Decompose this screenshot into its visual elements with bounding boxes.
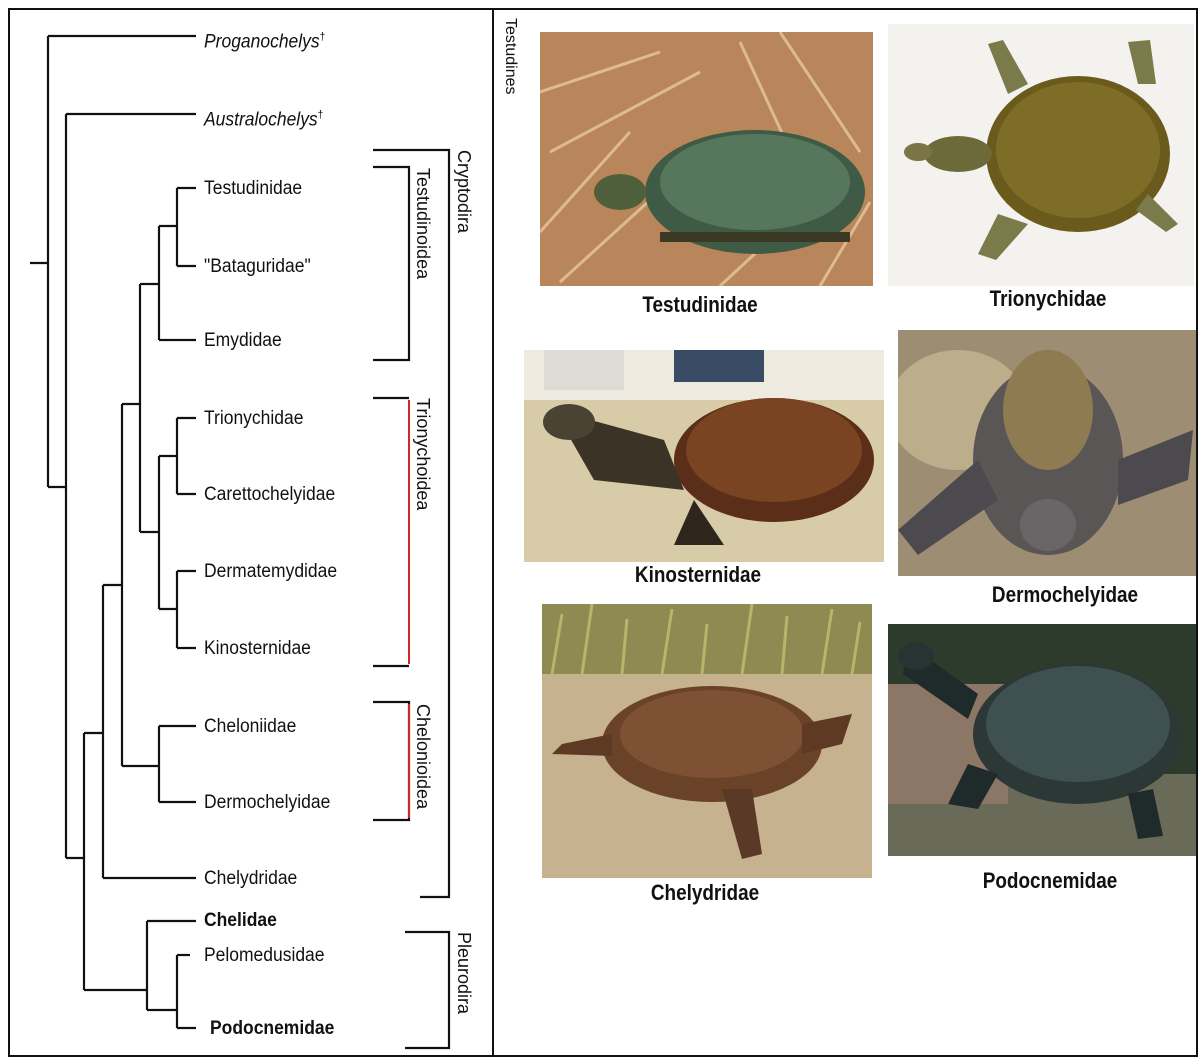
group-label-trionychoidea: Trionychoidea [414,398,432,510]
group-label-pleurodira: Pleurodira [455,932,473,1014]
taxon-bataguridae: "Bataguridae" [204,256,311,278]
taxon-proganochelys: Proganochelys† [204,26,325,53]
caption-kinosternidae: Kinosternidae [595,562,801,588]
group-label-testudinoidea: Testudinoidea [414,168,432,279]
caption-podocnemidae: Podocnemidae [947,868,1153,894]
taxon-cheloniidae: Cheloniidae [204,716,296,738]
taxon-emydidae: Emydidae [204,330,282,352]
taxon-kinosternidae: Kinosternidae [204,638,311,660]
taxon-chelidae: Chelidae [204,910,277,932]
caption-testudinidae: Testudinidae [597,292,803,318]
group-label-chelonioidea: Chelonioidea [414,704,432,809]
taxon-podocnemidae: Podocnemidae [210,1018,334,1040]
side-necked-turtle-photo [888,624,1196,856]
mud-turtle-photo [524,350,884,562]
leatherback-turtle-photo [898,330,1196,576]
group-label-testudines: Testudines [501,18,519,95]
taxon-chelydridae: Chelydridae [204,868,297,890]
cladogram [0,0,494,1059]
softshell-turtle-photo [888,24,1194,286]
caption-trionychidae: Trionychidae [945,286,1151,312]
taxon-australochelys: Australochelys† [204,104,323,131]
taxon-pelomedusidae: Pelomedusidae [204,945,325,967]
tortoise-photo [540,32,873,286]
caption-chelydridae: Chelydridae [602,880,808,906]
taxon-testudinidae: Testudinidae [204,178,302,200]
caption-dermochelyidae: Dermochelyidae [962,582,1168,608]
taxon-dermatemydidae: Dermatemydidae [204,561,337,583]
taxon-dermochelyidae: Dermochelyidae [204,792,330,814]
group-label-cryptodira: Cryptodira [455,150,473,233]
taxon-carettochelyidae: Carettochelyidae [204,484,335,506]
taxon-trionychidae: Trionychidae [204,408,303,430]
snapping-turtle-photo [542,604,872,878]
